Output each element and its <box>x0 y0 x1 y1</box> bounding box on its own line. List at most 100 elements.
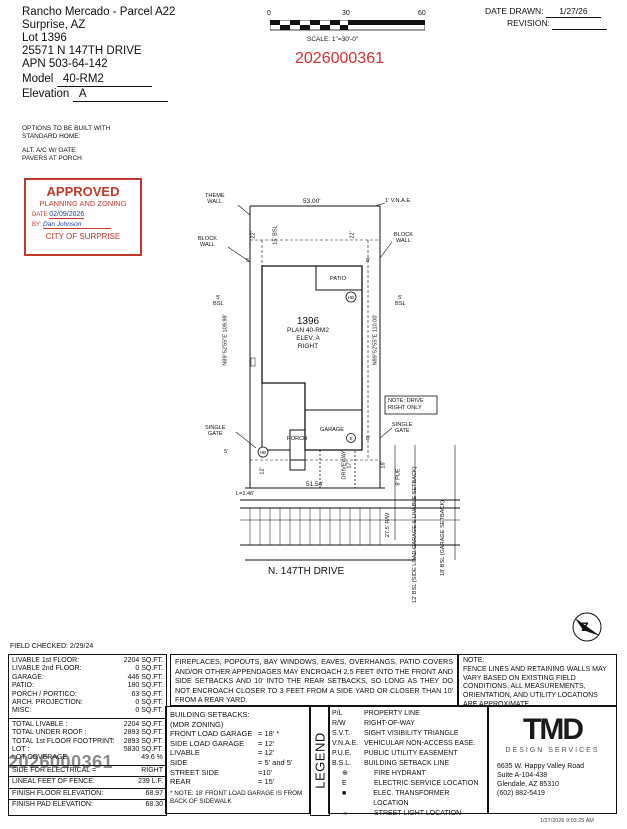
street-light-icon: ☼ <box>342 810 349 817</box>
field-checked: FIELD CHECKED: 2/29/24 <box>10 643 94 650</box>
setback-row: FRONT LOAD GARAGE= 18' * <box>170 729 280 739</box>
stamp-signature: Dan Johnson <box>43 221 112 229</box>
garage-label: GARAGE <box>320 427 344 433</box>
scale-label: SCALE: 1"=30'-0" <box>307 36 359 43</box>
l146-label: L=1.46' <box>236 491 255 497</box>
garage-setback-bsl: 18' BSL (GARAGE SETBACK) <box>440 499 447 577</box>
project-info: Rancho Mercado - Parcel A22 Surprise, AZ… <box>22 6 175 102</box>
pue-label: 8' PUE <box>395 468 402 486</box>
area-row: PATIO:180 SQ.FT. <box>12 682 163 690</box>
finish-pad-row: FINISH PAD ELEVATION:68.30 <box>12 801 163 809</box>
area-row: PORCH / PORTICO:63 SQ.FT. <box>12 690 163 698</box>
legend-item: B.S.L.BUILDING SETBACK LINE <box>332 760 450 767</box>
area-row: MISC:0 SQ.FT. <box>12 707 163 715</box>
top-width: 53.00' <box>303 198 321 205</box>
electric-service-icon: E <box>342 780 347 787</box>
company-logo: TMD <box>523 713 584 746</box>
area-row: LIVABLE 1st FLOOR:2204 SQ.FT. <box>12 657 163 664</box>
side-load-bsl: 12' BSL (SIDE LOAD GARAGE & LIVABLE SETB… <box>412 466 418 603</box>
scale-bar: 0 30 60 SCALE: 1"=30'-0" <box>267 10 426 43</box>
legend-item: S.V.T.SIGHT VISIBILITY TRIANGLE <box>332 730 459 737</box>
company-tag: DESIGN SERVICES <box>505 747 600 754</box>
vnae-label: 1' V.N.A.E. <box>385 198 412 204</box>
fire-hydrant-icon: ⊕ <box>342 770 348 777</box>
electrical-row: SIDE FOR ELECTRICAL =RIGHT <box>9 766 166 778</box>
area-row: GARAGE:446 SQ.FT. <box>12 673 163 681</box>
timestamp: 1/27/2026 9:03:25 AM <box>540 818 594 824</box>
fence-note: NOTE: FENCE LINES AND RETAINING WALLS MA… <box>458 654 617 708</box>
area-row: ARCH. PROJECTION:0 SQ.FT. <box>12 699 163 707</box>
address: 25571 N 147TH DRIVE <box>22 45 142 57</box>
setback-row: SIDE= 5' and 5' <box>170 757 293 767</box>
apn-row: APN 503-64-142 <box>22 58 108 70</box>
area-row: LIVABLE 2nd FLOOR:0 SQ.FT. <box>12 665 163 673</box>
dim-12: 12' <box>259 467 266 475</box>
fireplace-note: FIREPLACES, POPOUTS, BAY WINDOWS, EAVES,… <box>170 654 458 706</box>
left-depth: N89°52'55"E 109.98' <box>222 314 229 366</box>
options-notes: OPTIONS TO BE BUILT WITH STANDARD HOME: … <box>22 125 111 162</box>
setback-row: STREET SIDE=10' <box>170 767 273 777</box>
svg-text:E: E <box>349 436 352 441</box>
legend-title: LEGEND <box>312 732 328 789</box>
setback-row: LIVABLE= 12' <box>170 748 275 758</box>
permit-number: 2026000361 <box>295 50 384 67</box>
area-table: LIVABLE 1st FLOOR:2204 SQ.FT. LIVABLE 2n… <box>8 654 167 816</box>
dim-5-side: 5' <box>246 258 251 264</box>
model-value: 40-RM2 <box>62 73 104 85</box>
total-row: LOT :5830 SQ.FT. <box>12 746 163 754</box>
right-depth: N89°52'55"E 110.00' <box>372 314 379 366</box>
legend-item: ■ELEC. TRANSFORMER LOCATION <box>332 789 484 809</box>
city: Surprise, AZ <box>22 19 86 31</box>
house-label: 1396 PLAN 40-RM2 ELEV. A RIGHT <box>282 316 334 351</box>
dim-22-left: 22' <box>250 231 257 239</box>
date-block: DATE DRAWN: 1/27/26 REVISION: <box>485 6 608 30</box>
dim-18: 18' <box>380 461 387 469</box>
lot-number-label: 1396 <box>296 316 320 327</box>
bsl-5-left: 5'BSL <box>213 295 224 307</box>
company-address: 6635 W. Happy Valley Road Suite A-104-43… <box>497 763 585 797</box>
legend-title-box: LEGEND <box>310 706 330 816</box>
community-name: Rancho Mercado - Parcel A22 <box>22 6 176 18</box>
elevation-value: A <box>78 88 87 100</box>
street-name: N. 147TH DRIVE <box>268 566 345 577</box>
bottom-width: 51.54' <box>306 481 324 488</box>
svg-text:Z: Z <box>581 620 588 634</box>
total-row: TOTAL UNDER ROOF :2893 SQ.FT. <box>12 729 163 737</box>
watermark: 2026000361 <box>8 752 114 772</box>
finish-floor-row: FINISH FLOOR ELEVATION:68.97 <box>9 789 166 801</box>
setback-row: SIDE LOAD GARAGE= 12' <box>170 738 275 748</box>
legend-item: P.U.E.PUBLIC UTILITY EASEMENT <box>332 750 458 757</box>
porch-label: PORCH <box>287 436 308 442</box>
company-block: TMD DESIGN SERVICES 6635 W. Happy Valley… <box>488 706 617 814</box>
setback-row: REAR= 15' <box>170 777 275 787</box>
setback-note: * NOTE: 18' FRONT LOAD GARAGE IS FROM BA… <box>170 789 303 805</box>
total-row: TOTAL 1st FLOOR FOOTPRINT:2893 SQ.FT. <box>12 737 163 745</box>
legend-item: V.N.A.E.VEHICULAR NON-ACCESS EASE. <box>332 740 476 747</box>
dim-8: 8' <box>366 258 371 264</box>
lot-number: Lot 1396 <box>22 32 67 44</box>
svg-text:HB: HB <box>260 450 266 455</box>
area-rows: LIVABLE 1st FLOOR:2204 SQ.FT. LIVABLE 2n… <box>9 655 166 719</box>
approved-stamp: APPROVED PLANNING AND ZONING DATE 02/09/… <box>24 178 142 256</box>
totals-rows: TOTAL LIVABLE :2204 SQ.FT. TOTAL UNDER R… <box>9 719 166 766</box>
dim-8-front: 8' <box>366 436 371 442</box>
site-plan: HB HB E Z <box>227 202 602 642</box>
legend-item: ⊕FIRE HYDRANT <box>332 769 484 779</box>
model-row: Model 40-RM2 <box>22 73 175 87</box>
rw-label: 27.5' R/W <box>385 512 392 538</box>
total-row: TOTAL LIVABLE :2204 SQ.FT. <box>12 720 163 728</box>
elevation-row: Elevation A <box>22 88 175 102</box>
date-drawn: 1/27/26 <box>545 6 601 18</box>
apn-value: 503-64-142 <box>48 58 108 70</box>
fence-row: LINEAL FEET OF FENCE:239 L.F. <box>9 777 166 789</box>
setbacks-box: BUILDING SETBACKS: (MDR ZONING) FRONT LO… <box>165 706 310 814</box>
bsl-5-right: 5'BSL <box>395 295 406 307</box>
